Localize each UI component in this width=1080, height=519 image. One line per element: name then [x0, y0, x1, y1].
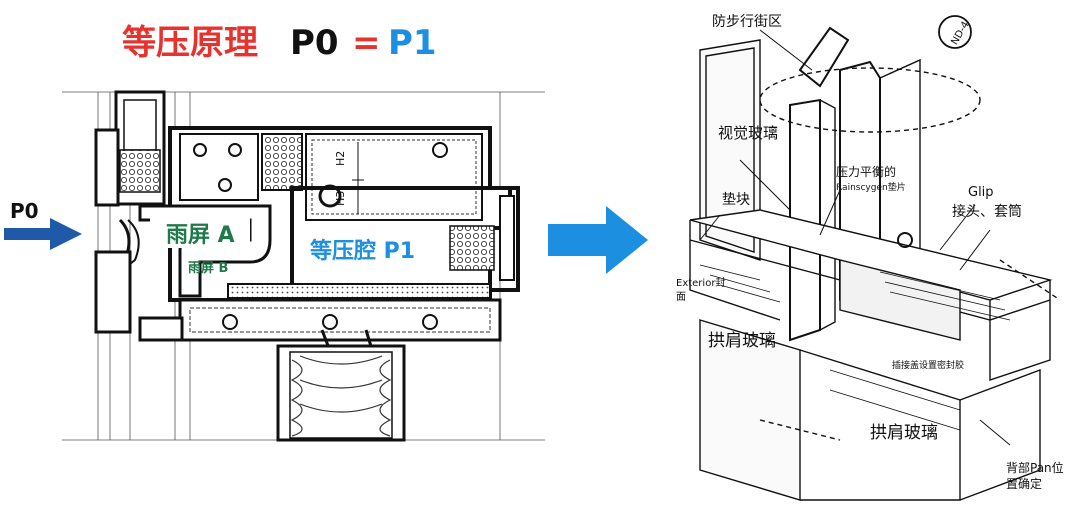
pressure-cavity-label: 等压腔 P1 — [310, 238, 415, 264]
label-glip: Glip — [968, 185, 994, 200]
label-position-fixed: 置确定 — [1006, 476, 1042, 491]
rain-screen-b-label: 雨屏 B — [188, 261, 228, 276]
dim-h2-label: H2 — [334, 151, 347, 166]
label-bg-a — [150, 218, 250, 248]
drawing-labels: 防步行街区 视觉玻璃 压力平衡的 Rainscygen垫片 垫块 Glip 接头… — [676, 14, 1064, 491]
label-setting-block: 垫块 — [722, 192, 750, 208]
label-spandrel-glass-right: 拱肩玻璃 — [870, 423, 938, 443]
dim-h3-label: H3 — [334, 191, 347, 206]
curtain-wall-section-diagram: H2 H3 P0 雨屏 A 雨屏 B — [4, 90, 545, 442]
label-pressure-balanced: 压力平衡的 — [836, 164, 896, 179]
title-p0: P0 — [290, 23, 339, 63]
isometric-curtain-wall-drawing: ND-4 防步行街区 视觉玻璃 压力平衡的 Rainscygen垫片 垫块 Gl… — [676, 14, 1064, 501]
label-rainscreen-gasket: Rainscygen垫片 — [836, 181, 906, 193]
nd4-tag: ND-4 — [938, 15, 972, 49]
diagram-title: 等压原理 P0 = P1 — [122, 23, 437, 63]
leader-lines — [699, 29, 1011, 446]
title-chinese: 等压原理 — [122, 23, 258, 63]
label-vision-glass: 视觉玻璃 — [718, 124, 778, 142]
transition-arrow — [548, 206, 648, 274]
label-sealant: 插接盖设置密封胶 — [892, 359, 964, 371]
pressure-cavity-box — [290, 186, 520, 292]
label-exterior-seal: Exterior封 — [676, 276, 725, 289]
top-mullion-profile — [94, 90, 166, 207]
label-joint-sleeve: 接头、套筒 — [952, 203, 1022, 220]
thermal-break-strip — [227, 283, 491, 299]
label-back-pan: 背部Pan位 — [1006, 460, 1064, 475]
rain-screen-a-label: 雨屏 A — [166, 223, 235, 248]
lower-chamber — [94, 250, 502, 357]
insulation-panel — [276, 344, 406, 442]
title-p1: P1 — [388, 23, 437, 63]
isometric-lines — [689, 26, 1061, 501]
label-pedestrian-zone: 防步行街区 — [712, 14, 782, 30]
label-bg-p1 — [300, 232, 448, 266]
outside-pressure-label: P0 — [10, 199, 39, 223]
arrow-right-icon — [548, 206, 648, 274]
title-equals: = — [352, 23, 381, 63]
outside-pressure-arrow — [4, 218, 82, 250]
label-spandrel-glass-left: 拱肩玻璃 — [708, 331, 776, 351]
label-exterior-face: 面 — [676, 292, 686, 303]
